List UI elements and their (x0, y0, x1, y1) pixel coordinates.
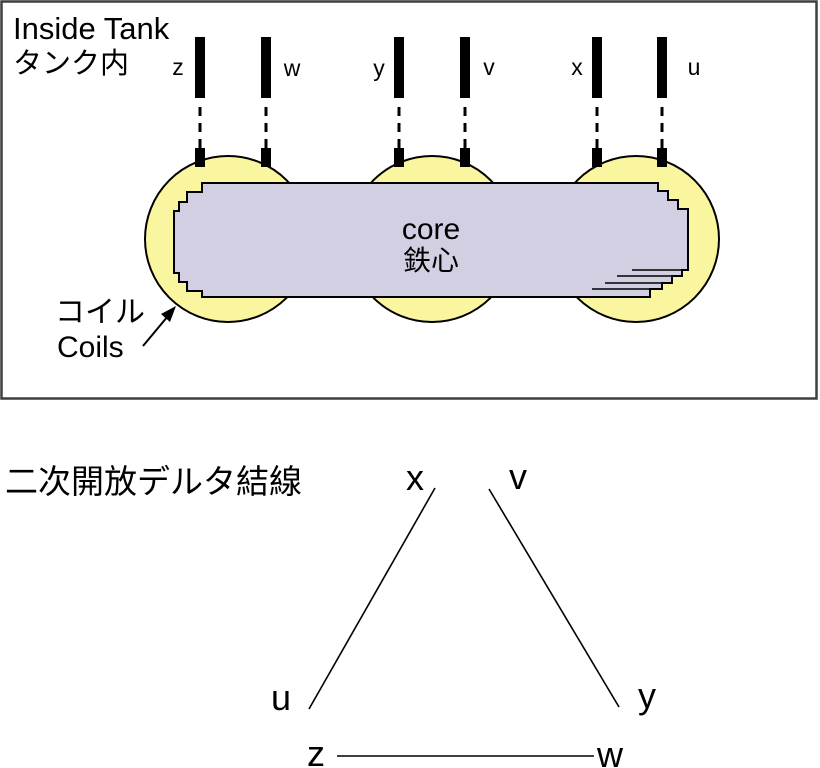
coil-stub-u (657, 148, 667, 167)
tank-diagram: Inside Tank タンク内 z w y v x u core 鉄心 コイル… (0, 0, 818, 400)
terminal-label-v: v (483, 54, 495, 80)
tank-title-en: Inside Tank (13, 11, 170, 46)
terminal-bar-x (592, 37, 602, 98)
tank-title-ja: タンク内 (13, 47, 129, 80)
terminal-bar-y (394, 37, 404, 98)
terminal-bar-u (657, 37, 667, 98)
coil-stub-z (195, 148, 205, 167)
delta-caption: 二次開放デルタ結線 (5, 463, 302, 500)
terminal-bar-w (261, 37, 271, 98)
terminal-label-u: u (688, 54, 701, 80)
terminal-label-x: x (571, 54, 583, 80)
terminal-leads (198, 107, 664, 148)
delta-node-x: x (406, 457, 424, 498)
coil-stub-w (261, 148, 271, 167)
terminal-label-z: z (172, 54, 184, 80)
tank-border (0, 0, 818, 400)
coil-stub-x (592, 148, 602, 167)
delta-lines (308, 487, 620, 757)
delta-node-u: u (271, 677, 291, 718)
terminal-label-w: w (283, 55, 301, 81)
core-lamination-lines (592, 269, 688, 290)
terminal-bar-z (195, 37, 205, 98)
core-label-ja: 鉄心 (403, 245, 459, 276)
coil-stub-v (460, 148, 470, 167)
delta-node-z: z (307, 733, 325, 768)
delta-line-x-u (308, 487, 436, 710)
coils-arrow-line (142, 315, 169, 347)
terminal-label-y: y (373, 55, 385, 81)
open-delta-diagram: 二次開放デルタ結線 x v u y z w (5, 456, 656, 768)
delta-node-w: w (596, 734, 624, 768)
coils-label-en: Coils (57, 331, 124, 364)
delta-line-v-y (488, 488, 620, 708)
coil-stub-y (394, 148, 404, 167)
delta-node-v: v (509, 456, 527, 497)
terminal-bar-v (460, 37, 470, 98)
core-label-en: core (402, 213, 460, 246)
coils-arrowhead (161, 306, 176, 322)
coils-label-ja: コイル (55, 296, 145, 329)
delta-node-y: y (638, 675, 656, 716)
